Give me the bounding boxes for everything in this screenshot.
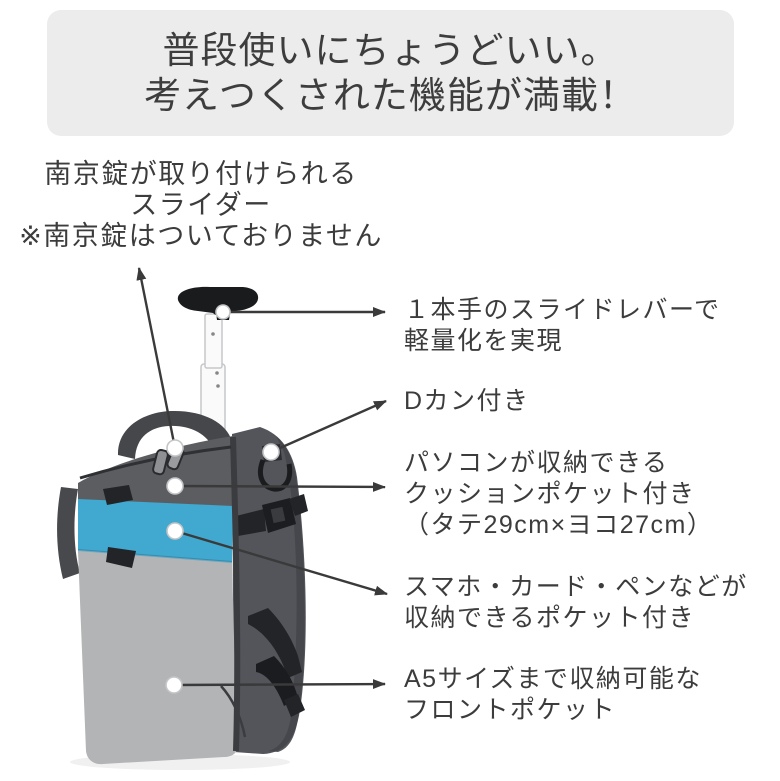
bag-blue-pocket: [78, 499, 233, 562]
callout-arrows: [136, 267, 388, 690]
marker-front-pocket: [165, 676, 183, 694]
callout-cushion-pocket-line-1: パソコンが収納できる: [404, 449, 669, 477]
side-strap-buckle: [236, 494, 308, 536]
callout-front-pocket: A5サイズまで収納可能な フロントポケット: [404, 664, 702, 726]
callout-d-ring: Dカン付き: [404, 386, 530, 417]
marker-d-ring: [262, 443, 280, 461]
callout-padlock-slider-line-2: スライダー: [130, 190, 272, 220]
callout-front-pocket-line-1: A5サイズまで収納可能な: [404, 665, 702, 693]
callout-organizer-pocket-line-1: スマホ・カード・ペンなどが: [404, 573, 748, 601]
callout-organizer-pocket: スマホ・カード・ペンなどが 収納できるポケット付き: [404, 572, 748, 634]
feature-markers: [165, 304, 280, 694]
marker-padlock-slider: [166, 439, 184, 457]
callout-cushion-pocket: パソコンが収納できる クッションポケット付き （タテ29cm×ヨコ27cm）: [404, 448, 713, 541]
callout-slide-lever-line-2: 軽量化を実現: [404, 327, 564, 355]
callout-slide-lever-line-1: １本手のスライドレバーで: [404, 296, 721, 324]
callout-d-ring-line-1: Dカン付き: [404, 387, 530, 415]
shoulder-strap: [57, 487, 80, 579]
bag-front-pocket: [78, 551, 237, 765]
header-line-1: 普段使いにちょうどいい。: [162, 30, 619, 71]
marker-slide-lever: [215, 304, 231, 320]
callout-organizer-pocket-line-2: 収納できるポケット付き: [404, 604, 696, 632]
callout-front-pocket-line-2: フロントポケット: [404, 696, 617, 724]
carry-handle: [117, 410, 232, 459]
header-banner: 普段使いにちょうどいい。 考えつくされた機能が満載！: [47, 10, 734, 136]
side-strap-lower: [248, 608, 305, 717]
callout-cushion-pocket-line-3: （タテ29cm×ヨコ27cm）: [404, 511, 714, 539]
callout-padlock-slider: 南京錠が取り付けられる スライダー ※南京錠はついておりません: [0, 159, 402, 252]
pocket-clips: [103, 485, 136, 568]
arrow-d-ring: [270, 399, 387, 454]
callout-padlock-slider-line-1: 南京錠が取り付けられる: [44, 159, 358, 189]
header-line-2: 考えつくされた機能が満載！: [144, 75, 637, 116]
arrow-organizer: [174, 529, 388, 596]
arrow-cushion-pocket: [174, 481, 386, 492]
arrow-front-pocket: [173, 679, 386, 690]
marker-cushion-pocket: [166, 477, 184, 495]
callout-cushion-pocket-line-2: クッションポケット付き: [404, 480, 696, 508]
callout-padlock-slider-line-3: ※南京錠はついておりません: [19, 221, 383, 251]
marker-organizer: [166, 522, 184, 540]
arrow-padlock-slider: [136, 267, 177, 449]
callout-slide-lever: １本手のスライドレバーで 軽量化を実現: [404, 295, 721, 357]
